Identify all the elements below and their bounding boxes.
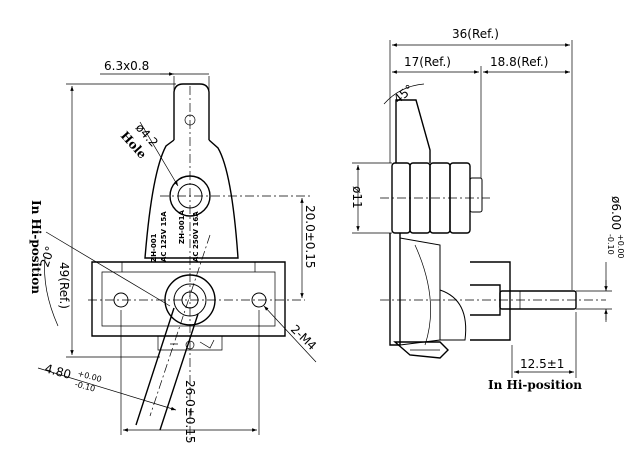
body-markings: ZH-001 AC 125V 15A ZH-001A AC 250V 16A: [150, 210, 200, 262]
base-plate: [91, 261, 286, 337]
shaft-bracket: [470, 261, 511, 341]
plate-arm: [399, 237, 441, 346]
angle-45-arc: [383, 83, 425, 105]
angle-dim-text: 20°: [38, 244, 58, 269]
side-angle-dim-text: 45°: [391, 82, 416, 106]
overall-dim-ext: [389, 40, 573, 290]
side-view: 36(Ref.) 17(Ref.) 18.8(Ref.) 45° ø11 ø6.…: [350, 27, 625, 392]
lever-arm: [135, 307, 199, 431]
front-view: ZH-001 AC 125V 15A ZH-001A AC 250V 16A 6…: [29, 59, 319, 444]
diameter-dim-text: ø11: [350, 186, 364, 209]
shaft-dim-group: ø6.00 +0.00 -0.10: [606, 196, 625, 259]
hole-leader: [139, 121, 179, 187]
contact-cap: [469, 177, 483, 213]
width-dim-ext: [120, 310, 260, 435]
body-label-2: AC 125V 15A: [160, 211, 168, 262]
center-height-dim-text: 20.0±0.15: [303, 205, 317, 269]
terminal-tab: [173, 83, 210, 140]
offset-dim-group: 4.80 +0.00 -0.10: [43, 361, 102, 393]
right-part-dim-text: 18.8(Ref.): [490, 55, 548, 69]
front-position-note: In Hi-position: [29, 200, 43, 294]
width-dim-text: 26.0±0.15: [183, 380, 197, 444]
shaft-len-dim-text: 12.5±1: [520, 357, 564, 371]
overall-dim-text: 36(Ref.): [452, 27, 499, 41]
shaft-dim-upper-text: +0.00: [616, 234, 625, 259]
upper-body: [144, 139, 239, 259]
angle-leader: [45, 231, 171, 307]
shaft-dim-ext: [576, 290, 612, 310]
body-label-3: ZH-001A: [178, 210, 186, 244]
body-label-4: AC 250V 16A: [192, 211, 200, 262]
dim-height-ext: [66, 83, 176, 358]
cam-arc: [414, 244, 431, 346]
cam-dome: [439, 289, 467, 341]
offset-dim-main-text: 4.80: [43, 361, 72, 381]
body-label-1: ZH-001: [150, 233, 158, 262]
terminal-dim-text: 6.3x0.8: [104, 59, 149, 73]
left-part-dim-text: 17(Ref.): [404, 55, 451, 69]
side-position-note: In Hi-position: [488, 378, 582, 392]
mounting-plate: [389, 233, 401, 346]
screw-leader: [263, 305, 317, 363]
bent-terminal: [395, 99, 431, 163]
base-step: [121, 262, 256, 272]
shaft-dim-main-text: ø6.00: [609, 196, 623, 230]
offset-dim-line: [37, 367, 177, 411]
height-dim-text: 49(Ref.): [57, 262, 71, 309]
shaft-len-ext: [511, 312, 577, 378]
centerline-20deg: [149, 234, 211, 417]
diameter-dim-ext: [352, 162, 392, 234]
dim-terminal-line: [100, 73, 210, 90]
shaft-dim-lower-text: -0.10: [606, 234, 615, 255]
pointer-tip: [393, 341, 449, 359]
angle-arc: [44, 257, 59, 327]
base-inner: [101, 271, 276, 327]
